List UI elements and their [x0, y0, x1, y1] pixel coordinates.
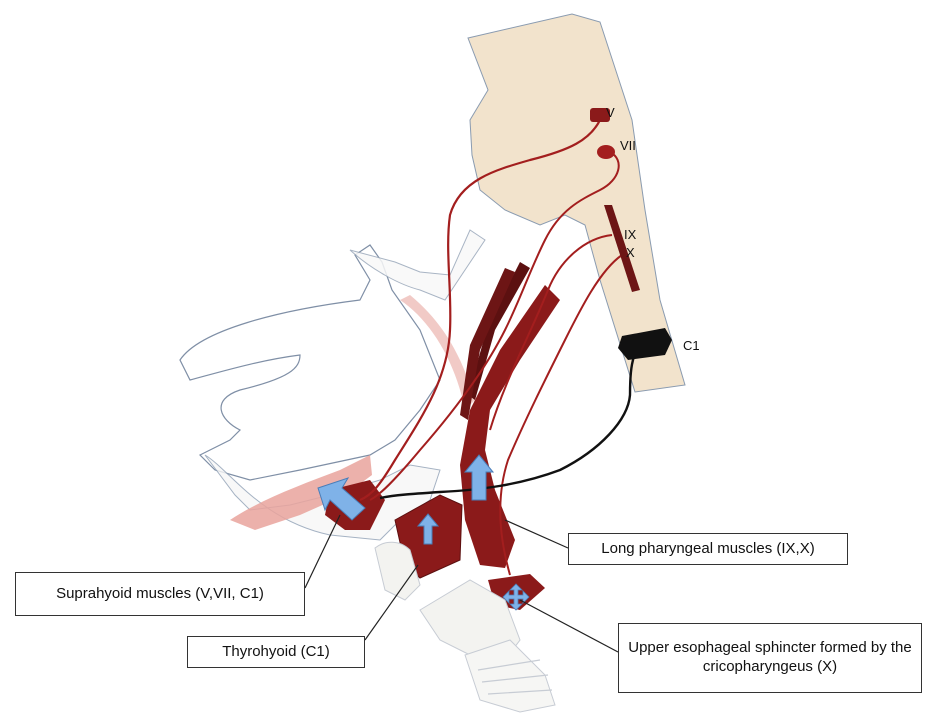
- leader-ues: [520, 600, 618, 652]
- nucleus-vii: [597, 145, 615, 159]
- label-nerve-vii: VII: [620, 139, 636, 152]
- label-nerve-v: V: [606, 106, 615, 119]
- label-nerve-x: X: [626, 246, 635, 259]
- leader-long-pharyngeal: [505, 520, 568, 548]
- long-pharyngeal-muscle: [460, 285, 560, 568]
- label-nerve-ix: IX: [624, 228, 636, 241]
- nerve-ix: [490, 235, 612, 430]
- callout-ues: Upper esophageal sphincter formed by the…: [618, 623, 922, 693]
- callout-suprahyoid: Suprahyoid muscles (V,VII, C1): [15, 572, 305, 616]
- callout-long-pharyngeal: Long pharyngeal muscles (IX,X): [568, 533, 848, 565]
- callout-thyrohyoid: Thyrohyoid (C1): [187, 636, 365, 668]
- mandible-ramus: [350, 230, 485, 300]
- label-c1: C1: [683, 339, 700, 352]
